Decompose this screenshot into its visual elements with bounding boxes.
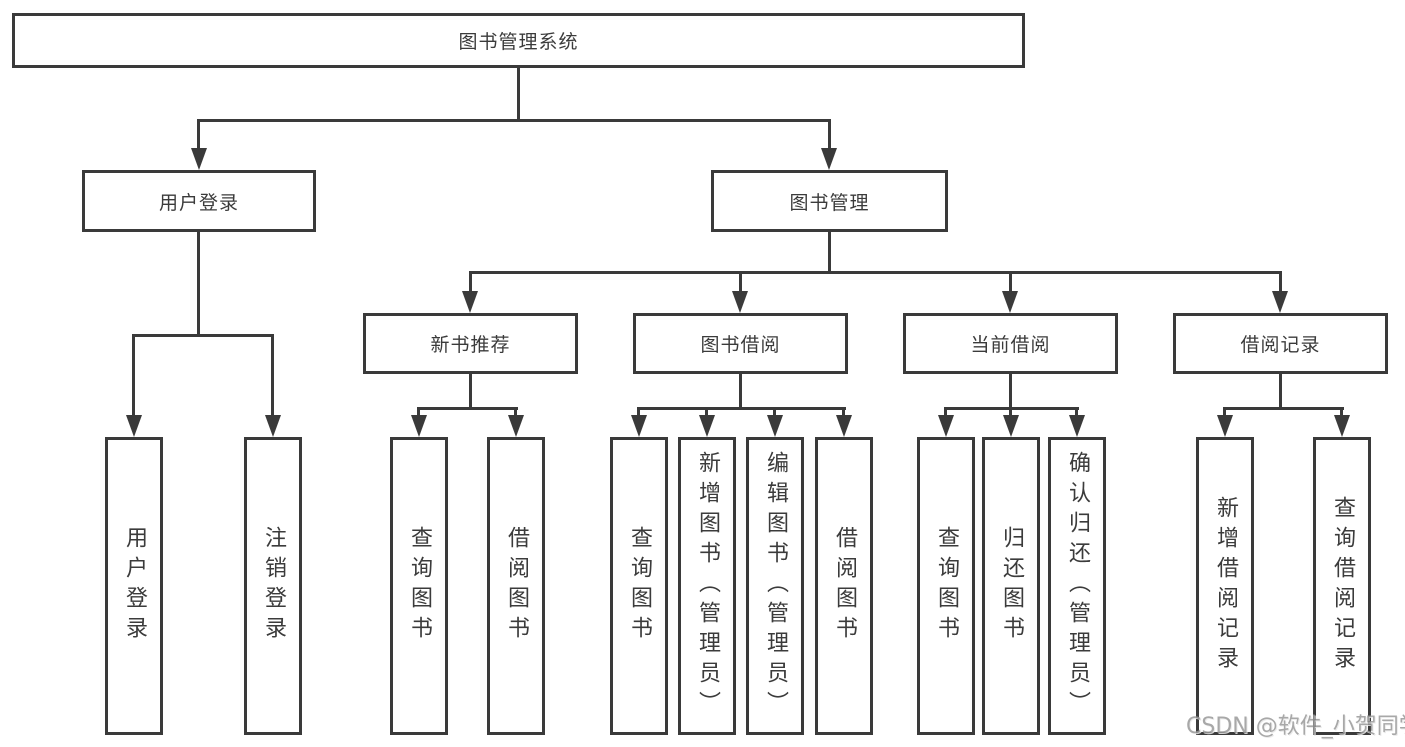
leaf-current-confirm-return-admin: 确认归还（管理员）	[1048, 437, 1106, 735]
arrowhead-current-borrowing	[1002, 291, 1018, 313]
connector-level3-bar	[469, 271, 1282, 274]
connector-to-leaf-cb-return	[1009, 407, 1012, 417]
leaf-logout: 注销登录	[244, 437, 302, 735]
arrowhead-leaf-rec-borrow	[508, 415, 524, 437]
connector-to-leaf-bb-query	[637, 407, 640, 417]
leaf-current-return-books: 归还图书	[982, 437, 1040, 735]
connector-to-new-book-recommend	[469, 271, 472, 293]
connector-recommend-stem	[469, 374, 472, 410]
arrowhead-new-book-recommend	[462, 291, 478, 313]
connector-current-stem	[1009, 374, 1012, 410]
arrowhead-leaf-br-add	[1217, 415, 1233, 437]
leaf-recommend-borrow-books-label: 借阅图书	[504, 526, 529, 646]
connector-to-leaf-rec-borrow	[514, 407, 517, 417]
arrowhead-user-login-group	[191, 148, 207, 170]
leaf-borrowing-add-books-admin: 新增图书（管理员）	[678, 437, 736, 735]
arrowhead-book-management	[821, 148, 837, 170]
leaf-records-query-record-label: 查询借阅记录	[1330, 496, 1355, 676]
arrowhead-book-borrowing	[732, 291, 748, 313]
arrowhead-leaf-bb-edit	[767, 415, 783, 437]
arrowhead-leaf-bb-query	[631, 415, 647, 437]
node-new-book-recommend: 新书推荐	[363, 313, 578, 374]
leaf-current-query-books-label: 查询图书	[934, 526, 959, 646]
arrowhead-leaf-user-login	[126, 415, 142, 437]
connector-user-login-stem	[197, 232, 200, 334]
node-current-borrowing-label: 当前借阅	[970, 334, 1051, 356]
connector-records-bar	[1223, 407, 1344, 410]
leaf-records-add-record-label: 新增借阅记录	[1213, 496, 1238, 676]
arrowhead-leaf-cb-confirm	[1069, 415, 1085, 437]
arrowhead-leaf-cb-return	[1003, 415, 1019, 437]
leaf-recommend-query-books-label: 查询图书	[407, 526, 432, 646]
leaf-borrowing-edit-books-admin-label: 编辑图书（管理员）	[763, 451, 788, 721]
connector-to-current-borrowing	[1009, 271, 1012, 293]
leaf-recommend-query-books: 查询图书	[390, 437, 448, 735]
node-book-borrowing: 图书借阅	[633, 313, 848, 374]
arrowhead-leaf-rec-query	[411, 415, 427, 437]
connector-to-user-login-group	[197, 119, 200, 150]
leaf-current-return-books-label: 归还图书	[999, 526, 1024, 646]
connector-to-leaf-rec-query	[417, 407, 420, 417]
connector-to-leaf-cb-confirm	[1075, 407, 1078, 417]
csdn-watermark: CSDN @软件_小贺同学	[1186, 714, 1405, 739]
connector-to-leaf-br-query	[1340, 407, 1343, 417]
node-borrowing-records: 借阅记录	[1173, 313, 1388, 374]
connector-book-management-stem	[828, 232, 831, 274]
node-book-management: 图书管理	[711, 170, 948, 232]
leaf-borrowing-borrow-books-label: 借阅图书	[832, 526, 857, 646]
leaf-borrowing-query-books-label: 查询图书	[627, 526, 652, 646]
leaf-current-query-books: 查询图书	[917, 437, 975, 735]
leaf-records-query-record: 查询借阅记录	[1313, 437, 1371, 735]
connector-user-login-bar	[132, 334, 274, 337]
arrowhead-leaf-logout	[265, 415, 281, 437]
connector-to-leaf-bb-borrow	[842, 407, 845, 417]
connector-root-stem	[517, 68, 520, 122]
arrowhead-leaf-bb-add	[699, 415, 715, 437]
node-user-login-group-label: 用户登录	[158, 191, 239, 214]
connector-to-book-management	[828, 119, 831, 150]
node-book-management-label: 图书管理	[789, 191, 870, 214]
connector-borrowing-stem	[739, 374, 742, 410]
leaf-borrowing-edit-books-admin: 编辑图书（管理员）	[746, 437, 804, 735]
leaf-logout-label: 注销登录	[261, 526, 286, 646]
leaf-borrowing-borrow-books: 借阅图书	[815, 437, 873, 735]
leaf-borrowing-add-books-admin-label: 新增图书（管理员）	[695, 451, 720, 721]
connector-to-leaf-logout	[271, 334, 274, 415]
connector-borrowing-bar	[637, 407, 846, 410]
connector-to-borrowing-records	[1279, 271, 1282, 293]
connector-to-leaf-bb-add	[705, 407, 708, 417]
leaf-user-login-label: 用户登录	[122, 526, 147, 646]
arrowhead-leaf-br-query	[1334, 415, 1350, 437]
node-user-login-group: 用户登录	[82, 170, 316, 232]
connector-to-leaf-bb-edit	[773, 407, 776, 417]
leaf-recommend-borrow-books: 借阅图书	[487, 437, 545, 735]
leaf-current-confirm-return-admin-label: 确认归还（管理员）	[1065, 451, 1090, 721]
connector-to-leaf-user-login	[132, 334, 135, 415]
connector-records-stem	[1279, 374, 1282, 410]
node-root-label: 图书管理系统	[458, 31, 579, 53]
connector-to-book-borrowing	[739, 271, 742, 293]
node-book-borrowing-label: 图书借阅	[700, 334, 781, 356]
arrowhead-leaf-cb-query	[938, 415, 954, 437]
connector-to-leaf-br-add	[1223, 407, 1226, 417]
arrowhead-borrowing-records	[1272, 291, 1288, 313]
node-current-borrowing: 当前借阅	[903, 313, 1118, 374]
node-root: 图书管理系统	[12, 13, 1025, 68]
connector-level2-bar	[197, 119, 831, 122]
leaf-records-add-record: 新增借阅记录	[1196, 437, 1254, 735]
leaf-user-login: 用户登录	[105, 437, 163, 735]
leaf-borrowing-query-books: 查询图书	[610, 437, 668, 735]
connector-recommend-bar	[417, 407, 518, 410]
node-borrowing-records-label: 借阅记录	[1240, 334, 1321, 356]
connector-to-leaf-cb-query	[944, 407, 947, 417]
arrowhead-leaf-bb-borrow	[836, 415, 852, 437]
node-new-book-recommend-label: 新书推荐	[430, 334, 511, 356]
